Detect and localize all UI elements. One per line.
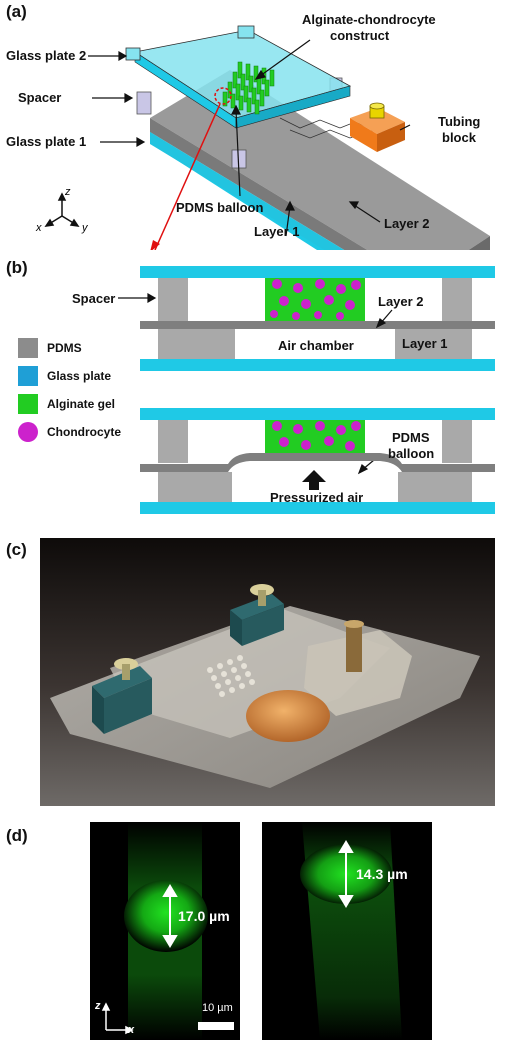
spacer-right-2	[442, 420, 472, 463]
layer-1-front	[150, 118, 368, 250]
axis-x-label-d: x	[128, 1024, 135, 1036]
axis-z-label-a: z	[65, 186, 71, 198]
layer1-left-2	[158, 472, 232, 502]
panel-c-label: (c)	[6, 540, 27, 559]
label-balloon-b-2: balloon	[388, 446, 435, 461]
zoom-circle	[214, 87, 232, 105]
glass-top-1	[140, 266, 495, 278]
spacer-left-2	[158, 420, 188, 463]
photo-dot-array	[207, 655, 255, 697]
scalebar	[198, 1022, 234, 1030]
balloon-2	[140, 453, 495, 472]
spacer-block-left	[136, 91, 152, 115]
panel-a-label: (a)	[6, 2, 27, 21]
cell-left	[124, 880, 208, 952]
glass-top-2	[140, 408, 495, 420]
device-photo	[40, 538, 495, 806]
panel-d-label: (d)	[6, 826, 28, 845]
measure-label-right: 14.3 µm	[356, 866, 408, 882]
scalebar-label: 10 µm	[202, 1002, 233, 1014]
measure-arrow-right	[338, 840, 354, 908]
label-layer-1-a: Layer 1	[254, 224, 300, 239]
label-glass-plate-2: Glass plate 2	[6, 48, 87, 63]
layer2-1	[140, 321, 495, 329]
zoom-arrow-line	[154, 103, 221, 250]
legend-label-glass: Glass plate	[47, 369, 112, 383]
label-layer-2-a: Layer 2	[384, 216, 430, 231]
label-spacer-b: Spacer	[72, 291, 116, 306]
axis-y-label-a: y	[82, 222, 88, 234]
legend-swatch-gel	[18, 394, 38, 414]
label-spacer-a: Spacer	[18, 90, 62, 105]
axis-z-label-d: z	[95, 1000, 101, 1012]
tubing-block-top	[350, 108, 405, 134]
measure-arrow-left	[162, 884, 178, 948]
label-balloon-b-1: PDMS	[392, 430, 430, 445]
glass-plate-2-side	[235, 85, 351, 129]
legend-label-chondrocyte: Chondrocyte	[47, 425, 122, 439]
axes-a	[44, 192, 80, 227]
label-layer-2-b: Layer 2	[378, 294, 424, 309]
legend-label-pdms: PDMS	[47, 341, 82, 355]
spacer-right-1	[442, 278, 472, 321]
legend-swatch-glass	[18, 366, 38, 386]
legend-label-gel: Alginate gel	[47, 397, 116, 411]
pressure-arrow	[302, 470, 326, 490]
photo-clamp-right	[230, 584, 284, 646]
panel-a-diagram	[44, 25, 490, 250]
label-construct-1: Alginate-chondrocyte	[302, 12, 436, 27]
label-tubing-1: Tubing	[438, 114, 481, 129]
legend-swatch-pdms	[18, 338, 38, 358]
layer1-left-1	[158, 329, 235, 359]
label-layer-1-b: Layer 1	[402, 336, 448, 351]
photo-tube-fitting	[346, 624, 362, 672]
glass-bottom-1	[140, 359, 495, 371]
label-construct-2: construct	[330, 28, 390, 43]
axes-d	[101, 1002, 134, 1035]
glass-bottom-2	[140, 502, 495, 514]
label-air-chamber: Air chamber	[278, 338, 354, 353]
layer1-right-1	[395, 329, 472, 359]
chondrocytes-2	[272, 421, 361, 451]
microscopy-right	[262, 822, 432, 1040]
spacer-left-1	[158, 278, 188, 321]
label-pressurized-air: Pressurized air	[270, 490, 364, 505]
microscopy-left	[90, 822, 240, 1040]
chondrocytes-1	[270, 279, 361, 320]
panel-b-diagram	[18, 266, 495, 514]
photo-penny	[246, 690, 330, 742]
axis-x-label-a: x	[36, 222, 42, 234]
layer-1-side	[468, 236, 490, 250]
construct-pillars	[222, 61, 275, 115]
measure-label-left: 17.0 µm	[178, 908, 230, 924]
label-tubing-2: block	[442, 130, 476, 145]
panel-b-label: (b)	[6, 258, 28, 277]
photo-clamp-left	[92, 658, 152, 734]
label-pdms-balloon-a: PDMS balloon	[176, 200, 264, 215]
photo-tubing-block	[304, 630, 412, 716]
label-glass-plate-1: Glass plate 1	[6, 134, 87, 149]
layer1-right-2	[398, 472, 472, 502]
legend-swatch-chondrocyte	[18, 422, 38, 442]
